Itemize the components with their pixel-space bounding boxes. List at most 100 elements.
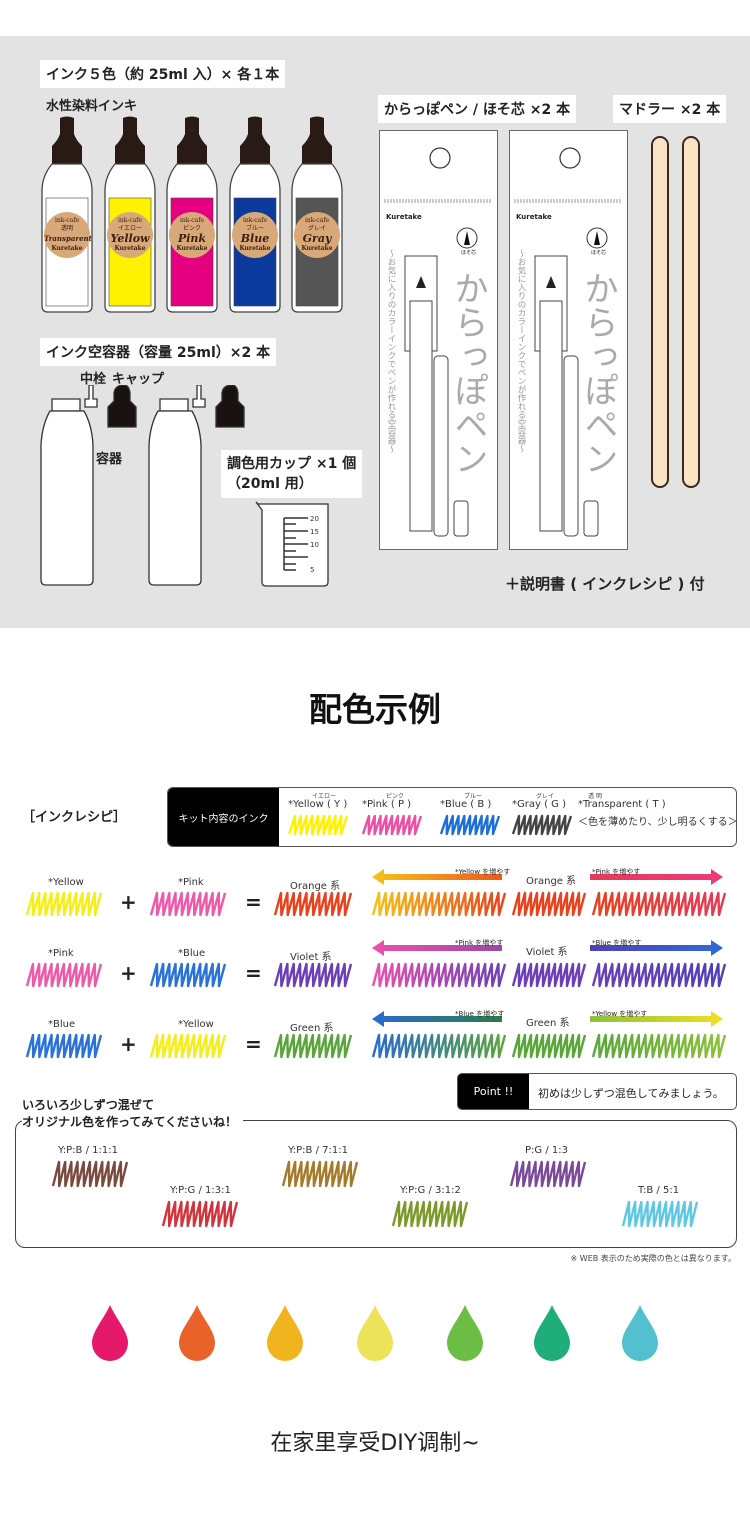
recipe-heading: ［インクレシピ］ <box>22 810 127 825</box>
footer-text: 在家里享受DIY调制~ <box>270 1431 480 1456</box>
color-drop-icon <box>357 1305 393 1361</box>
sample-ratio-label: Y:P:B / 7:1:1 <box>288 1145 348 1156</box>
pen-brand: Kuretake <box>386 213 422 221</box>
more-right-arrow <box>590 1011 723 1027</box>
original-line-1: いろいろ少しずつ混ぜて <box>22 1098 155 1112</box>
kit-ink-swatch <box>361 814 422 836</box>
mix-center-label: Violet 系 <box>526 947 568 958</box>
bottle-maker: Kuretake <box>114 245 146 252</box>
more-right-arrow <box>590 940 723 956</box>
mix-center-label: Green 系 <box>526 1018 570 1029</box>
pen-product-name: からっぽペン <box>448 271 488 475</box>
section-title: 配色示例 <box>309 690 441 729</box>
sample-swatch <box>391 1200 468 1228</box>
mix-ingredient-a-swatch <box>25 1033 102 1059</box>
more-right-arrow <box>590 869 723 885</box>
stirrer-title: マドラー ×2 本 <box>613 95 727 123</box>
pen-package-1: Kuretake ほそ芯 ～お気に入りのカラーインクでペンが作れる空容器～ から… <box>379 130 498 550</box>
more-right-label: *Yellow を増やす <box>592 1010 648 1018</box>
mix-ingredient-b-swatch <box>149 1033 226 1059</box>
more-left-arrow <box>372 869 502 885</box>
mix-ingredient-a-label: *Blue <box>48 1019 76 1030</box>
pen-tip-label: ほそ芯 <box>591 250 607 256</box>
point-text: 初めは少しずつ混色してみましょう。 <box>538 1087 724 1100</box>
container-label: 容器 <box>96 452 123 467</box>
mix-result-label: Violet 系 <box>290 952 332 963</box>
cup-mark-15: 15 <box>310 528 319 536</box>
mix-ingredient-b-swatch <box>149 962 226 988</box>
bottle-brand: ink-cafe <box>117 217 143 224</box>
kit-ink-name: *Blue ( B ) <box>440 799 492 810</box>
equals-sign: = <box>245 890 262 914</box>
kit-ink-name: *Gray ( G ) <box>512 799 566 810</box>
point-box: Point !! 初めは少しずつ混色してみましょう。 <box>457 1073 737 1110</box>
bottle-color-jp: ブルー <box>245 225 264 232</box>
plug-label: 中栓 <box>80 372 107 387</box>
more-right-label: *Pink を増やす <box>592 868 641 876</box>
pen-product-name: からっぽペン <box>578 271 618 475</box>
point-label: Point !! <box>458 1074 529 1109</box>
sample-swatch <box>509 1160 586 1188</box>
ink-set-title: インク５色（約 25ml 入）× 各１本 <box>40 60 286 88</box>
mix-ingredient-b-label: *Blue <box>178 948 206 959</box>
kit-ink-name: *Yellow ( Y ) <box>288 799 348 810</box>
mix-center-swatch <box>511 891 586 917</box>
more-left-label: *Blue を増やす <box>455 1010 505 1018</box>
equals-sign: = <box>245 961 262 985</box>
bottle-color-name: Pink <box>177 232 207 245</box>
kit-ink-name: *Pink ( P ) <box>362 799 412 810</box>
cup-mark-10: 10 <box>310 541 319 549</box>
kit-ink-swatch <box>511 814 572 836</box>
mix-result-swatch <box>273 1033 352 1059</box>
pen-title: からっぽペン / ほそ芯 ×2 本 <box>378 95 577 123</box>
bottle-color-jp: グレイ <box>307 225 326 232</box>
mix-ingredient-b-label: *Pink <box>178 877 204 888</box>
manual-included-note: ＋説明書 ( インクレシピ ) 付 <box>505 575 705 593</box>
color-drop-icon <box>447 1305 483 1361</box>
more-left-label: *Pink を増やす <box>455 939 504 947</box>
bottle-brand: ink-cafe <box>179 217 205 224</box>
pen-brand: Kuretake <box>516 213 552 221</box>
mix-result-label: Green 系 <box>290 1023 334 1034</box>
bottle-maker: Kuretake <box>51 245 83 252</box>
sample-swatch <box>161 1200 238 1228</box>
color-drop-icon <box>92 1305 128 1361</box>
color-drop-icon <box>179 1305 215 1361</box>
kit-ink-note: ＜色を薄めたり、少し明るくする＞ <box>578 817 738 828</box>
sample-ratio-label: Y:P:G / 1:3:1 <box>170 1185 231 1196</box>
sample-ratio-label: Y:P:B / 1:1:1 <box>58 1145 118 1156</box>
mix-gradient-right-swatch <box>591 962 726 988</box>
bottle-color-name: Gray <box>302 232 332 245</box>
pen-tip-label: ほそ芯 <box>461 250 477 256</box>
kit-inks-label: キット内容のインク <box>168 788 279 846</box>
sample-swatch <box>621 1200 698 1228</box>
mix-center-swatch <box>511 962 586 988</box>
ink-ruby: グレイ <box>536 793 555 800</box>
ink-ruby: ピンク <box>386 793 405 800</box>
mix-center-label: Orange 系 <box>526 876 577 887</box>
sample-swatch <box>281 1160 358 1188</box>
sample-swatch <box>51 1160 128 1188</box>
plus-sign: + <box>120 890 137 914</box>
mix-ingredient-a-label: *Yellow <box>48 877 84 888</box>
more-right-label: *Blue を増やす <box>592 939 642 947</box>
cap-label: キャップ <box>112 372 165 387</box>
mix-gradient-left-swatch <box>371 891 506 917</box>
mix-ingredient-a-label: *Pink <box>48 948 74 959</box>
cup-mark-20: 20 <box>310 515 319 523</box>
kit-ink-swatch <box>287 814 348 836</box>
bottle-maker: Kuretake <box>301 245 333 252</box>
empty-bottles-illustration <box>40 385 245 586</box>
sample-ratio-label: Y:P:G / 3:1:2 <box>400 1185 461 1196</box>
kit-ink-swatch <box>439 814 500 836</box>
sample-ratio-label: T:B / 5:1 <box>638 1185 680 1196</box>
original-colors-box <box>15 1120 737 1248</box>
bottle-brand: ink-cafe <box>54 217 80 224</box>
cup-mark-5: 5 <box>310 566 314 574</box>
